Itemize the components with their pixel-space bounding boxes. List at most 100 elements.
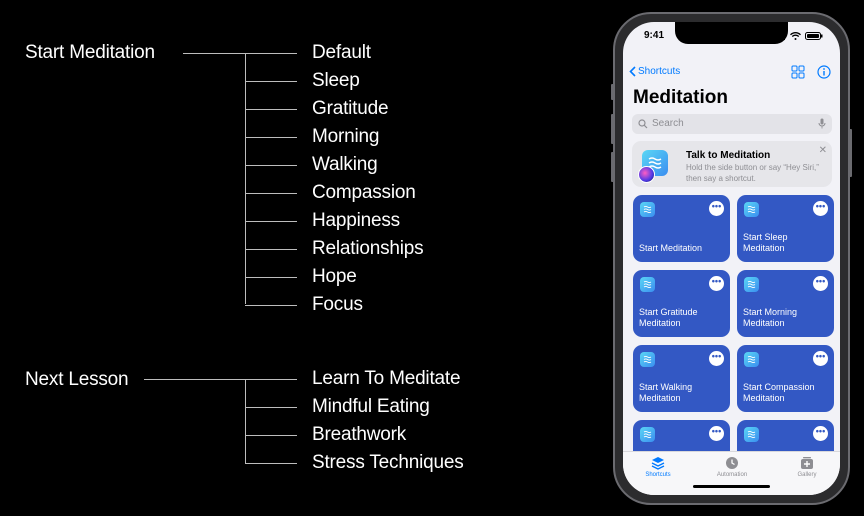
more-options-icon[interactable]: ••• (813, 426, 828, 441)
start-meditation-branch-line (245, 137, 297, 138)
phone-side-button (611, 84, 614, 100)
more-options-icon[interactable]: ••• (813, 276, 828, 291)
siri-orb-icon (638, 166, 655, 183)
phone-volume-up (611, 114, 614, 144)
meditation-app-icon (744, 202, 759, 217)
more-options-icon[interactable]: ••• (709, 201, 724, 216)
start-meditation-item: Compassion (312, 182, 416, 203)
next-lesson-branch-line (245, 407, 297, 408)
search-icon (638, 119, 648, 129)
page-title: Meditation (633, 87, 728, 108)
next-lesson-branch-line (245, 379, 297, 380)
more-options-icon[interactable]: ••• (709, 276, 724, 291)
shortcut-tile[interactable]: ••• Start Compassion Meditation (737, 345, 834, 412)
start-meditation-item: Relationships (312, 238, 424, 259)
start-meditation-branch-line (245, 165, 297, 166)
tab-automation[interactable]: Automation (707, 456, 757, 478)
waves-icon (643, 205, 652, 214)
shortcut-tile-label: Start Compassion Meditation (743, 382, 815, 403)
shortcut-tile[interactable]: ••• Start Sleep Meditation (737, 195, 834, 262)
automation-clock-icon (726, 457, 738, 469)
next-lesson-item: Mindful Eating (312, 396, 430, 417)
shortcut-tile[interactable]: ••• Start Gratitude Meditation (633, 270, 730, 337)
signal-icon (774, 32, 785, 40)
shortcut-tile-label: Start Gratitude Meditation (639, 307, 698, 328)
tab-gallery[interactable]: Gallery (782, 456, 832, 478)
more-options-icon[interactable]: ••• (813, 351, 828, 366)
more-options-icon[interactable]: ••• (813, 201, 828, 216)
tab-label: Shortcuts (645, 472, 671, 478)
shortcut-tile[interactable]: ••• Start Walking Meditation (633, 345, 730, 412)
meditation-app-icon (640, 202, 655, 217)
shortcut-tile[interactable]: ••• Start Morning Meditation (737, 270, 834, 337)
back-button[interactable]: Shortcuts (629, 66, 680, 77)
start-meditation-item: Focus (312, 294, 363, 315)
waves-icon (643, 355, 652, 364)
shortcut-tile-label: Start Walking Meditation (639, 382, 693, 403)
tab-label: Gallery (797, 472, 817, 478)
next-lesson-item: Breathwork (312, 424, 407, 445)
phone-power-button (849, 129, 852, 177)
connector-next-root (144, 379, 246, 380)
waves-icon (747, 280, 756, 289)
start-meditation-branch-line (245, 305, 297, 306)
siri-card-title: Talk to Meditation (686, 150, 771, 161)
tab-label: Automation (716, 472, 748, 478)
meditation-app-icon (640, 427, 655, 442)
tab-bar: Shortcuts Automation Gallery (623, 451, 840, 495)
battery-icon (805, 32, 823, 40)
start-meditation-item: Sleep (312, 70, 360, 91)
wifi-icon (790, 32, 801, 40)
grid-view-icon[interactable] (791, 65, 805, 79)
back-label: Shortcuts (638, 66, 681, 77)
connector-start-trunk (245, 53, 246, 304)
next-lesson-item: Stress Techniques (312, 452, 464, 473)
next-lesson-branch-line (245, 435, 297, 436)
connector-next-trunk (245, 379, 246, 463)
waves-icon (643, 430, 652, 439)
more-options-icon[interactable]: ••• (709, 351, 724, 366)
microphone-icon[interactable] (818, 118, 826, 129)
start-meditation-item: Hope (312, 266, 357, 287)
siri-card-subtitle: Hold the side button or say “Hey Siri,” … (686, 163, 819, 183)
start-meditation-branch-line (245, 221, 297, 222)
search-input[interactable]: Search (632, 114, 832, 134)
tree-root-start-meditation: Start Meditation (25, 42, 155, 63)
next-lesson-item: Learn To Meditate (312, 368, 461, 389)
shortcuts-stack-icon (651, 457, 665, 470)
shortcut-tile-label: Start Sleep Meditation (743, 232, 788, 253)
shortcut-tile[interactable]: •••Start Meditation (633, 195, 730, 262)
connector-start-root (183, 53, 246, 54)
start-meditation-item: Morning (312, 126, 380, 147)
shortcut-tile-label: Start Morning Meditation (743, 307, 798, 328)
start-meditation-item: Gratitude (312, 98, 389, 119)
meditation-app-icon (744, 277, 759, 292)
start-meditation-branch-line (245, 249, 297, 250)
tab-shortcuts[interactable]: Shortcuts (633, 456, 683, 478)
start-meditation-item: Happiness (312, 210, 400, 231)
close-icon[interactable]: ✕ (818, 145, 827, 156)
waves-icon (643, 280, 652, 289)
chevron-left-icon (629, 66, 636, 77)
status-time: 9:41 (644, 30, 665, 41)
meditation-app-icon (744, 427, 759, 442)
waves-icon (747, 430, 756, 439)
more-options-icon[interactable]: ••• (709, 426, 724, 441)
start-meditation-branch-line (245, 81, 297, 82)
start-meditation-branch-line (245, 53, 297, 54)
notch (675, 22, 788, 44)
waves-icon (747, 355, 756, 364)
next-lesson-branch-line (245, 463, 297, 464)
start-meditation-branch-line (245, 193, 297, 194)
gallery-icon (801, 457, 813, 469)
waves-icon (747, 205, 756, 214)
phone-frame: 9:41 Shortcuts Meditation Search Talk to… (611, 12, 852, 505)
status-icons (774, 32, 823, 40)
tree-root-next-lesson: Next Lesson (25, 369, 129, 390)
siri-suggestion-card[interactable]: Talk to Meditation Hold the side button … (632, 141, 832, 187)
info-icon[interactable] (817, 65, 831, 79)
start-meditation-branch-line (245, 109, 297, 110)
phone-volume-down (611, 152, 614, 182)
meditation-app-icon (640, 352, 655, 367)
